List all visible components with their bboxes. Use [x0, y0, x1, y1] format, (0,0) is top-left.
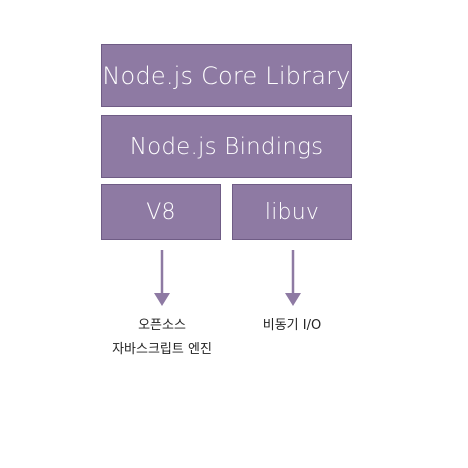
libuv-label: libuv: [264, 199, 320, 225]
libuv-caption: 비동기 I/O: [232, 314, 352, 338]
v8-caption: 오픈소스 자바스크립트 엔진: [96, 314, 228, 362]
v8-block: V8: [101, 184, 221, 240]
core-library-label: Node.js Core Library: [102, 61, 351, 90]
v8-caption-line2: 자바스크립트 엔진: [112, 342, 212, 357]
v8-down-arrow-icon: [154, 250, 170, 306]
v8-caption-line1: 오픈소스: [138, 318, 186, 333]
core-library-block: Node.js Core Library: [101, 44, 352, 107]
bindings-label: Node.js Bindings: [129, 133, 324, 160]
bindings-block: Node.js Bindings: [101, 115, 352, 178]
libuv-block: libuv: [232, 184, 352, 240]
libuv-down-arrow-icon: [285, 250, 301, 306]
libuv-caption-text: 비동기 I/O: [262, 318, 322, 333]
v8-label: V8: [146, 199, 176, 225]
